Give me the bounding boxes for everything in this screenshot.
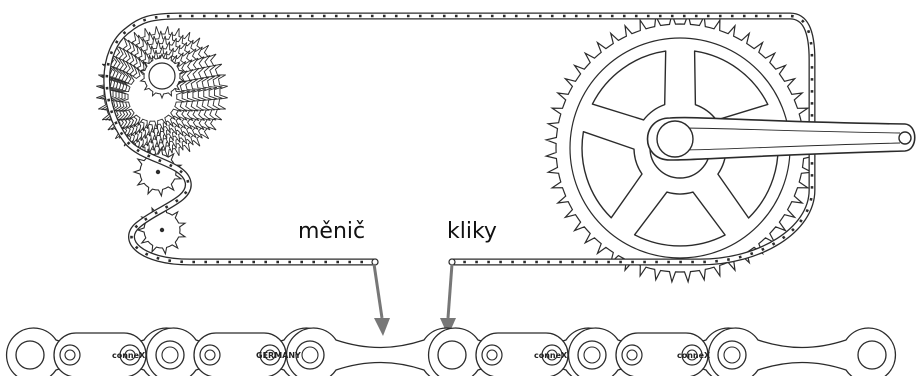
crank-arm <box>646 116 916 161</box>
plate-label: GERMANY <box>256 351 301 360</box>
chain-pin <box>15 340 45 370</box>
plate-label: conneX <box>112 351 146 360</box>
chain-pin <box>437 340 467 370</box>
chain-pin <box>857 340 887 370</box>
chain-link-row-left <box>5 327 475 380</box>
label-derailleur: měnič <box>298 219 365 244</box>
plate-label: conneX <box>677 351 711 360</box>
chain-link-plate <box>707 327 897 380</box>
chain-link-row-right <box>427 327 897 380</box>
arrow-down-icon <box>372 263 390 336</box>
label-cranks: kliky <box>447 219 497 244</box>
arrow-down-icon <box>440 263 456 336</box>
rear-cassette <box>96 26 228 158</box>
chain-link-plate <box>285 327 475 380</box>
plate-label: conneX <box>534 351 568 360</box>
chain <box>103 12 816 266</box>
